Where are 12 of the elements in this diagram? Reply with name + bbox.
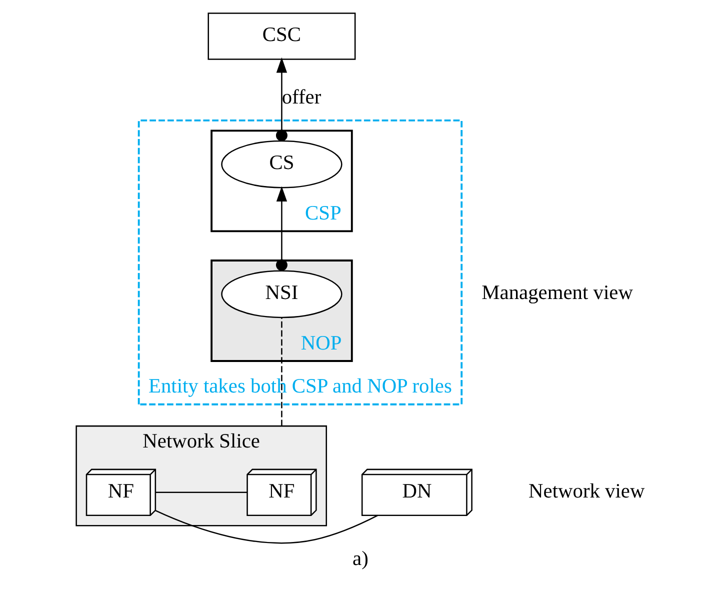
node-ellipse: NSI bbox=[220, 270, 342, 318]
node-box: CSC bbox=[207, 12, 356, 60]
node-ellipse: CS bbox=[220, 140, 342, 188]
label: Network view bbox=[528, 480, 644, 502]
arrow bbox=[275, 186, 287, 271]
edge-label: offer bbox=[281, 86, 321, 109]
connector bbox=[155, 492, 247, 494]
connector bbox=[154, 510, 378, 544]
caption: a) bbox=[352, 548, 368, 570]
arrow bbox=[275, 57, 287, 142]
label: Management view bbox=[481, 282, 632, 304]
connector bbox=[280, 318, 282, 426]
